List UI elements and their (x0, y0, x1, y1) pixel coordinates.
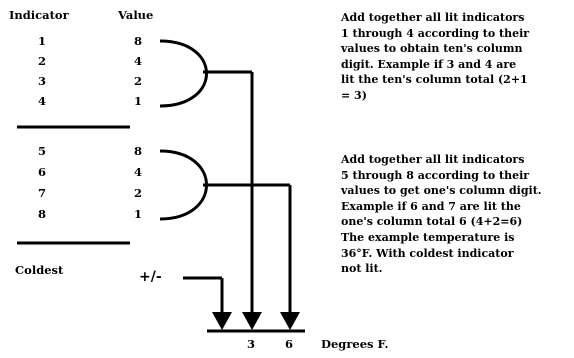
value-4: 1 (133, 94, 142, 108)
value-2: 4 (133, 54, 142, 68)
indicator-4: 4 (37, 94, 46, 108)
indicator-5: 5 (37, 144, 46, 158)
value-6: 4 (133, 165, 142, 179)
tens-digit: 3 (247, 337, 256, 351)
ones-digit: 6 (285, 337, 294, 351)
tens-explanation: Add together all lit indicators 1 throug… (341, 11, 530, 102)
value-5: 8 (133, 144, 142, 158)
value-header: Value (118, 8, 154, 22)
indicator-header: Indicator (9, 8, 69, 22)
sign-label: +/- (139, 269, 162, 285)
indicator-3: 3 (37, 74, 46, 88)
value-3: 2 (133, 74, 142, 88)
tens-arrowhead (242, 312, 262, 330)
coldest-arrowhead (212, 312, 232, 330)
tens-bracket (159, 39, 208, 108)
value-1: 8 (133, 34, 142, 48)
value-7: 2 (133, 186, 142, 200)
indicator-1: 1 (37, 34, 46, 48)
degrees-label: Degrees F. (321, 337, 389, 351)
ones-bracket (159, 149, 208, 221)
coldest-label: Coldest (15, 263, 64, 277)
indicator-7: 7 (37, 186, 46, 200)
indicator-2: 2 (37, 54, 46, 68)
indicator-6: 6 (37, 165, 46, 179)
ones-explanation: Add together all lit indicators 5 throug… (341, 153, 542, 276)
value-8: 1 (133, 207, 142, 221)
ones-arrowhead (280, 312, 300, 330)
indicator-8: 8 (37, 207, 46, 221)
